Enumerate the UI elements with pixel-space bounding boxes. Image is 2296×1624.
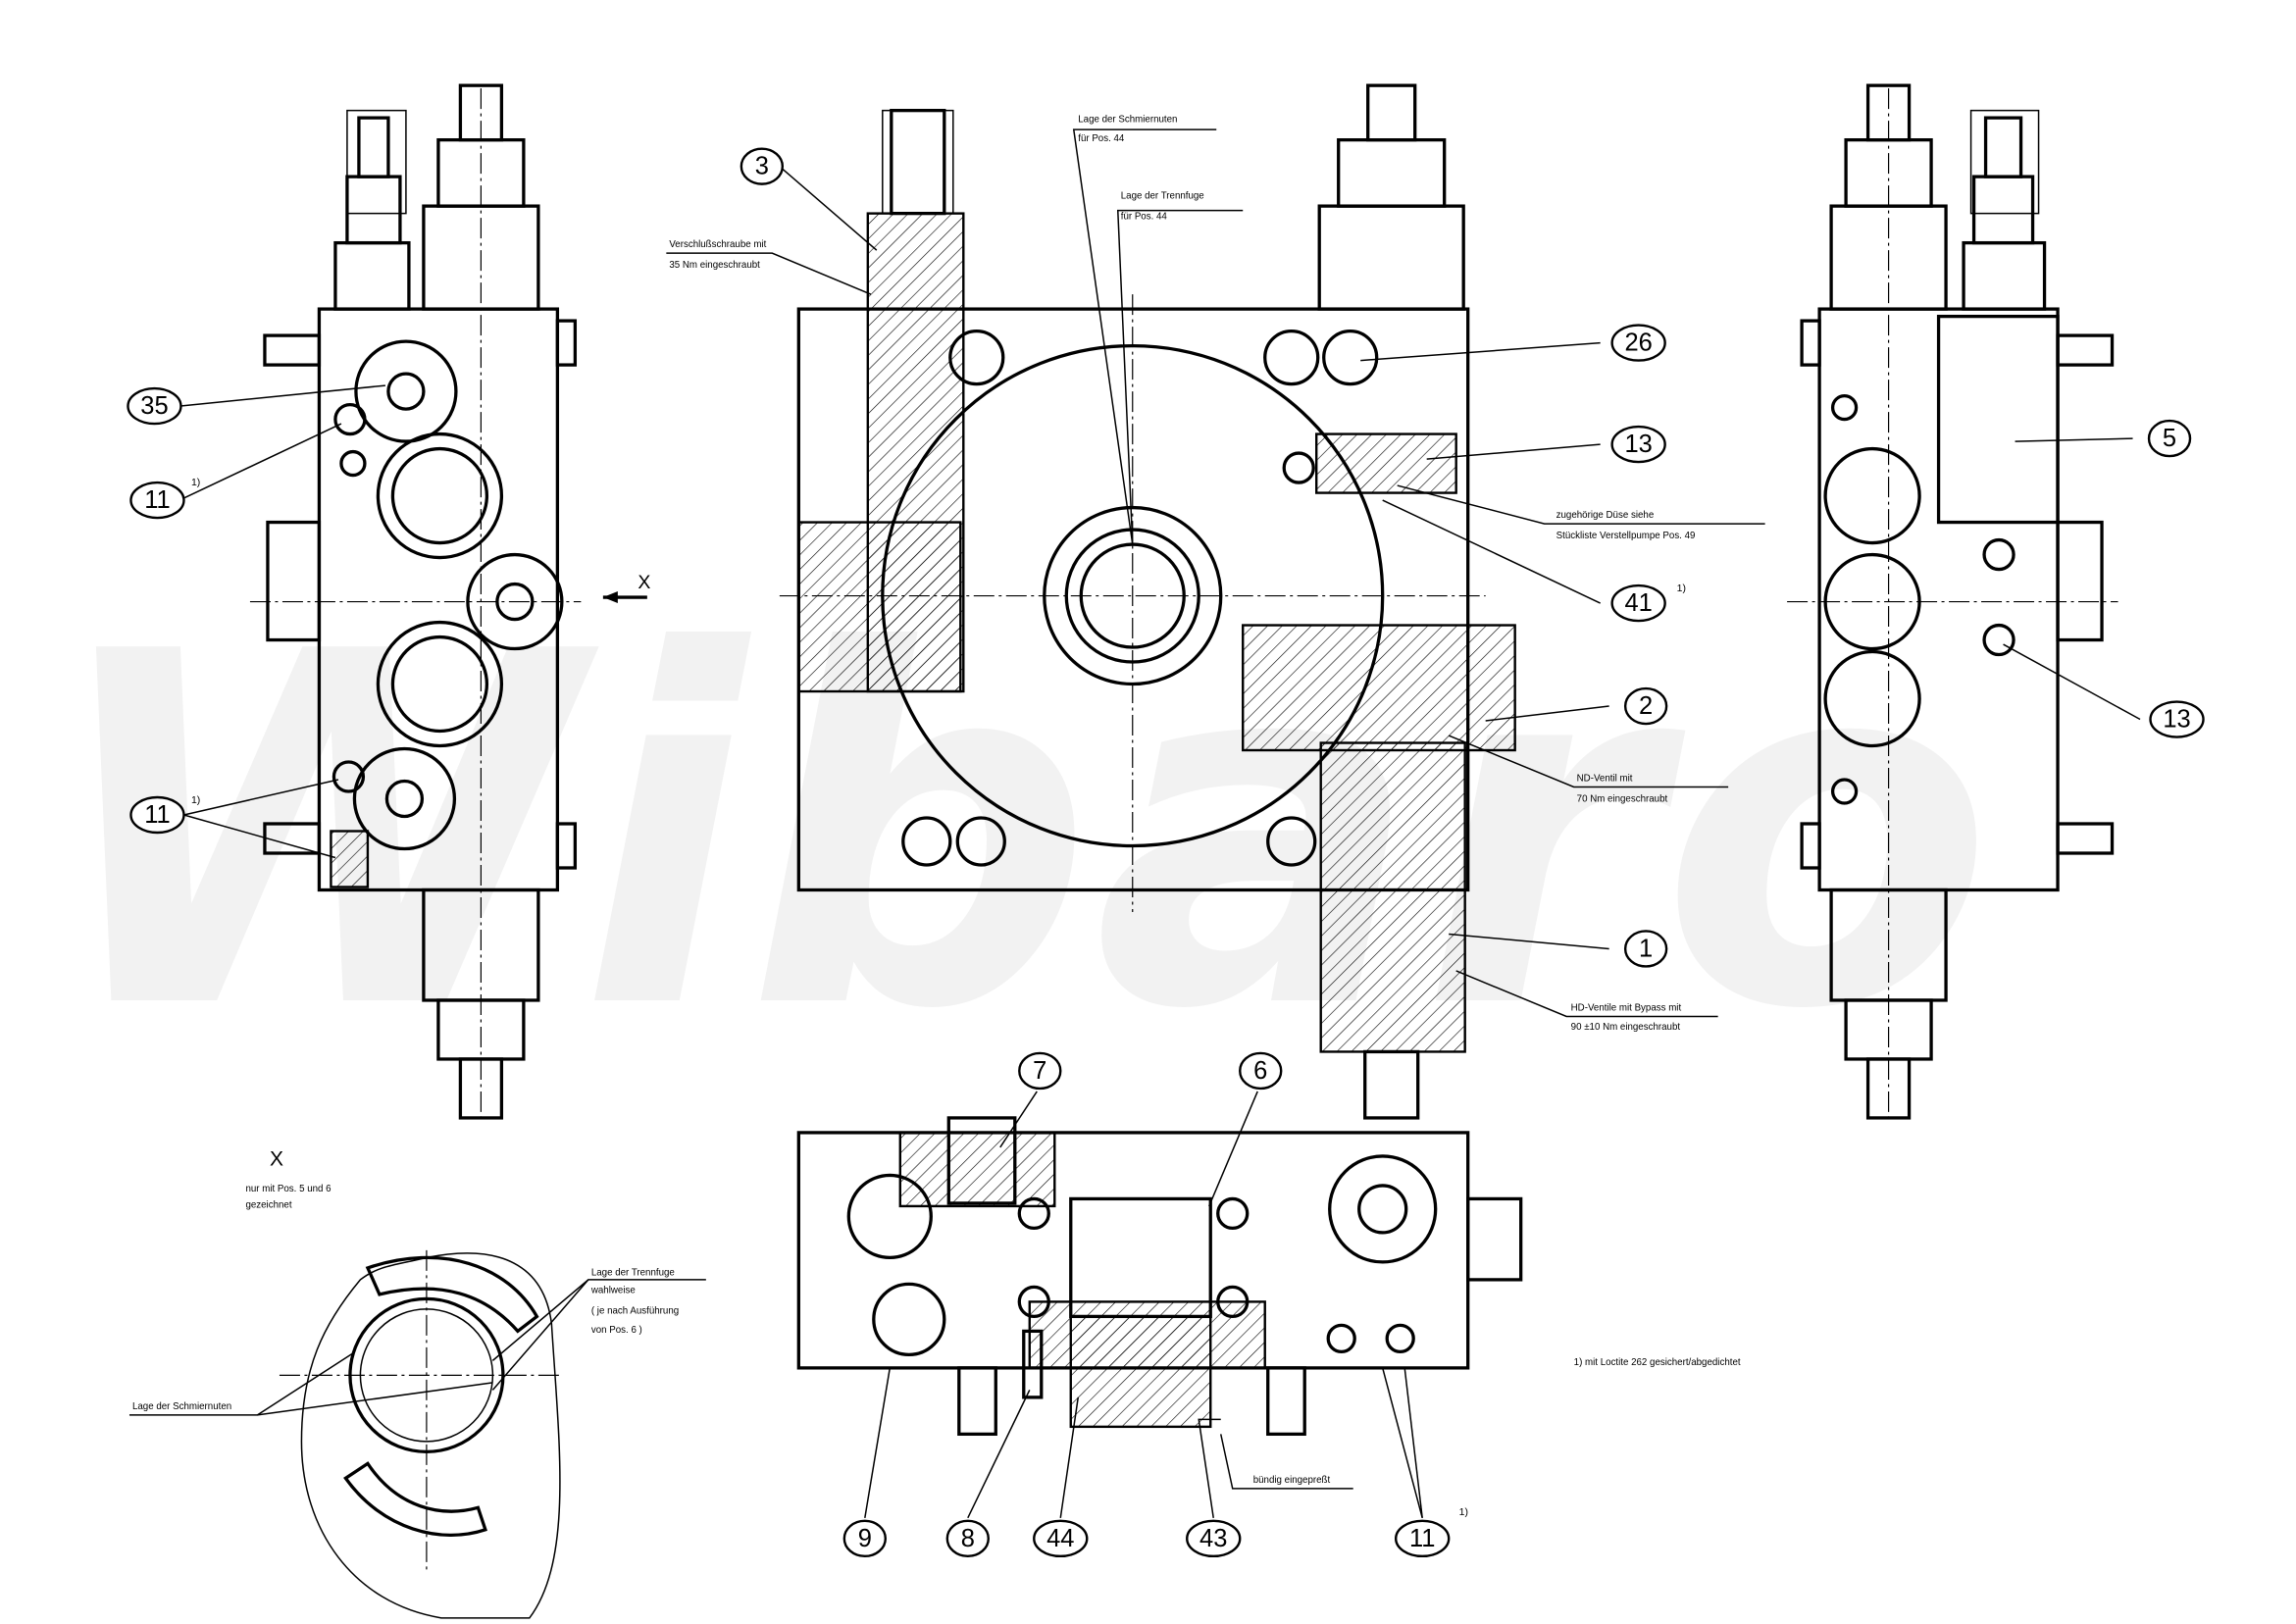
- svg-text:70 Nm eingeschraubt: 70 Nm eingeschraubt: [1577, 794, 1668, 805]
- svg-text:gezeichnet: gezeichnet: [245, 1199, 291, 1210]
- note-loctite: 1) mit Loctite 262 gesichert/abgedichtet: [1574, 1357, 1741, 1368]
- balloon-43: 43: [1186, 1519, 1242, 1558]
- note-x-trennfuge: Lage der Trennfuge: [591, 1267, 675, 1278]
- svg-text:1: 1: [1639, 935, 1653, 962]
- svg-text:11: 11: [1409, 1525, 1435, 1552]
- leader-lines: [179, 166, 2141, 1519]
- svg-text:13: 13: [1624, 431, 1652, 458]
- note-buendig: bündig eingepreßt: [1253, 1475, 1331, 1486]
- svg-text:43: 43: [1199, 1525, 1227, 1552]
- svg-text:90 ±10 Nm eingeschraubt: 90 ±10 Nm eingeschraubt: [1571, 1022, 1681, 1033]
- balloon-13: 13: [2149, 700, 2205, 738]
- svg-text:35 Nm eingeschraubt: 35 Nm eingeschraubt: [669, 260, 760, 271]
- balloon-3: 3: [740, 147, 785, 185]
- svg-text:26: 26: [1624, 330, 1652, 357]
- svg-text:für Pos. 44: für Pos. 44: [1121, 212, 1168, 223]
- svg-text:11: 11: [144, 801, 170, 829]
- balloon-35: 35: [127, 386, 182, 426]
- view-marker-x: X: [638, 572, 650, 593]
- svg-text:Stückliste Verstellpumpe Pos.: Stückliste Verstellpumpe Pos. 49: [1556, 531, 1696, 541]
- svg-text:wahlweise: wahlweise: [590, 1285, 636, 1295]
- note-duese: zugehörige Düse siehe: [1556, 510, 1655, 521]
- svg-text:9: 9: [858, 1525, 872, 1552]
- balloon-11: 11 1): [129, 478, 200, 520]
- right-side-view: [1787, 83, 2118, 1120]
- svg-text:für Pos. 44: für Pos. 44: [1078, 133, 1125, 144]
- svg-text:1): 1): [1677, 584, 1686, 594]
- balloon-9: 9: [842, 1519, 888, 1558]
- svg-text:1): 1): [1459, 1507, 1468, 1518]
- center-section-view: [779, 83, 1516, 1120]
- annotations: Lage der Schmiernuten für Pos. 44 Lage d…: [132, 115, 1741, 1486]
- bottom-section-view: [796, 1116, 1523, 1437]
- balloon-6: 6: [1239, 1051, 1283, 1091]
- balloon-1: 1: [1623, 930, 1668, 968]
- svg-text:5: 5: [2163, 425, 2176, 452]
- balloon-41: 41 1): [1610, 584, 1686, 623]
- balloon-5: 5: [2147, 419, 2192, 458]
- svg-text:1): 1): [191, 478, 200, 488]
- svg-text:44: 44: [1046, 1525, 1074, 1552]
- note-verschlussschraube: Verschlußschraube mit: [669, 239, 766, 250]
- svg-text:3: 3: [755, 153, 769, 180]
- note-x-schmiernuten: Lage der Schmiernuten: [132, 1401, 231, 1412]
- note-trennfuge: Lage der Trennfuge: [1121, 191, 1204, 202]
- svg-text:11: 11: [144, 486, 170, 514]
- balloon-44: 44: [1033, 1519, 1089, 1558]
- detail-x-title: X: [270, 1147, 283, 1170]
- svg-text:35: 35: [140, 392, 168, 420]
- balloon-8: 8: [945, 1519, 990, 1558]
- svg-text:( je nach Ausführung: ( je nach Ausführung: [591, 1305, 679, 1316]
- balloon-26: 26: [1610, 324, 1666, 362]
- note-detail-x: nur mit Pos. 5 und 6: [245, 1184, 331, 1194]
- svg-text:1): 1): [191, 795, 200, 806]
- svg-text:6: 6: [1253, 1057, 1267, 1085]
- balloon-7: 7: [1018, 1051, 1062, 1091]
- svg-text:7: 7: [1033, 1057, 1046, 1085]
- balloon-13: 13: [1610, 425, 1666, 464]
- balloon-11: 11 1): [1394, 1507, 1468, 1558]
- position-balloons: 35 11 1) 11 1) 3 26 13 41 1) 2 1 5 13 7 6 9…: [127, 147, 2205, 1558]
- left-side-view: X: [249, 83, 650, 1120]
- svg-text:8: 8: [961, 1525, 975, 1552]
- note-schmiernuten: Lage der Schmiernuten: [1078, 115, 1177, 126]
- note-hd-ventile: HD-Ventile mit Bypass mit: [1571, 1002, 1682, 1013]
- svg-text:13: 13: [2163, 706, 2190, 734]
- svg-text:von Pos. 6 ): von Pos. 6 ): [591, 1325, 642, 1336]
- svg-text:41: 41: [1624, 589, 1652, 617]
- detail-view-x: [128, 1249, 706, 1619]
- svg-text:2: 2: [1639, 692, 1653, 720]
- balloon-11: 11 1): [129, 795, 200, 835]
- balloon-2: 2: [1623, 686, 1668, 726]
- note-nd-ventil: ND-Ventil mit: [1577, 774, 1633, 785]
